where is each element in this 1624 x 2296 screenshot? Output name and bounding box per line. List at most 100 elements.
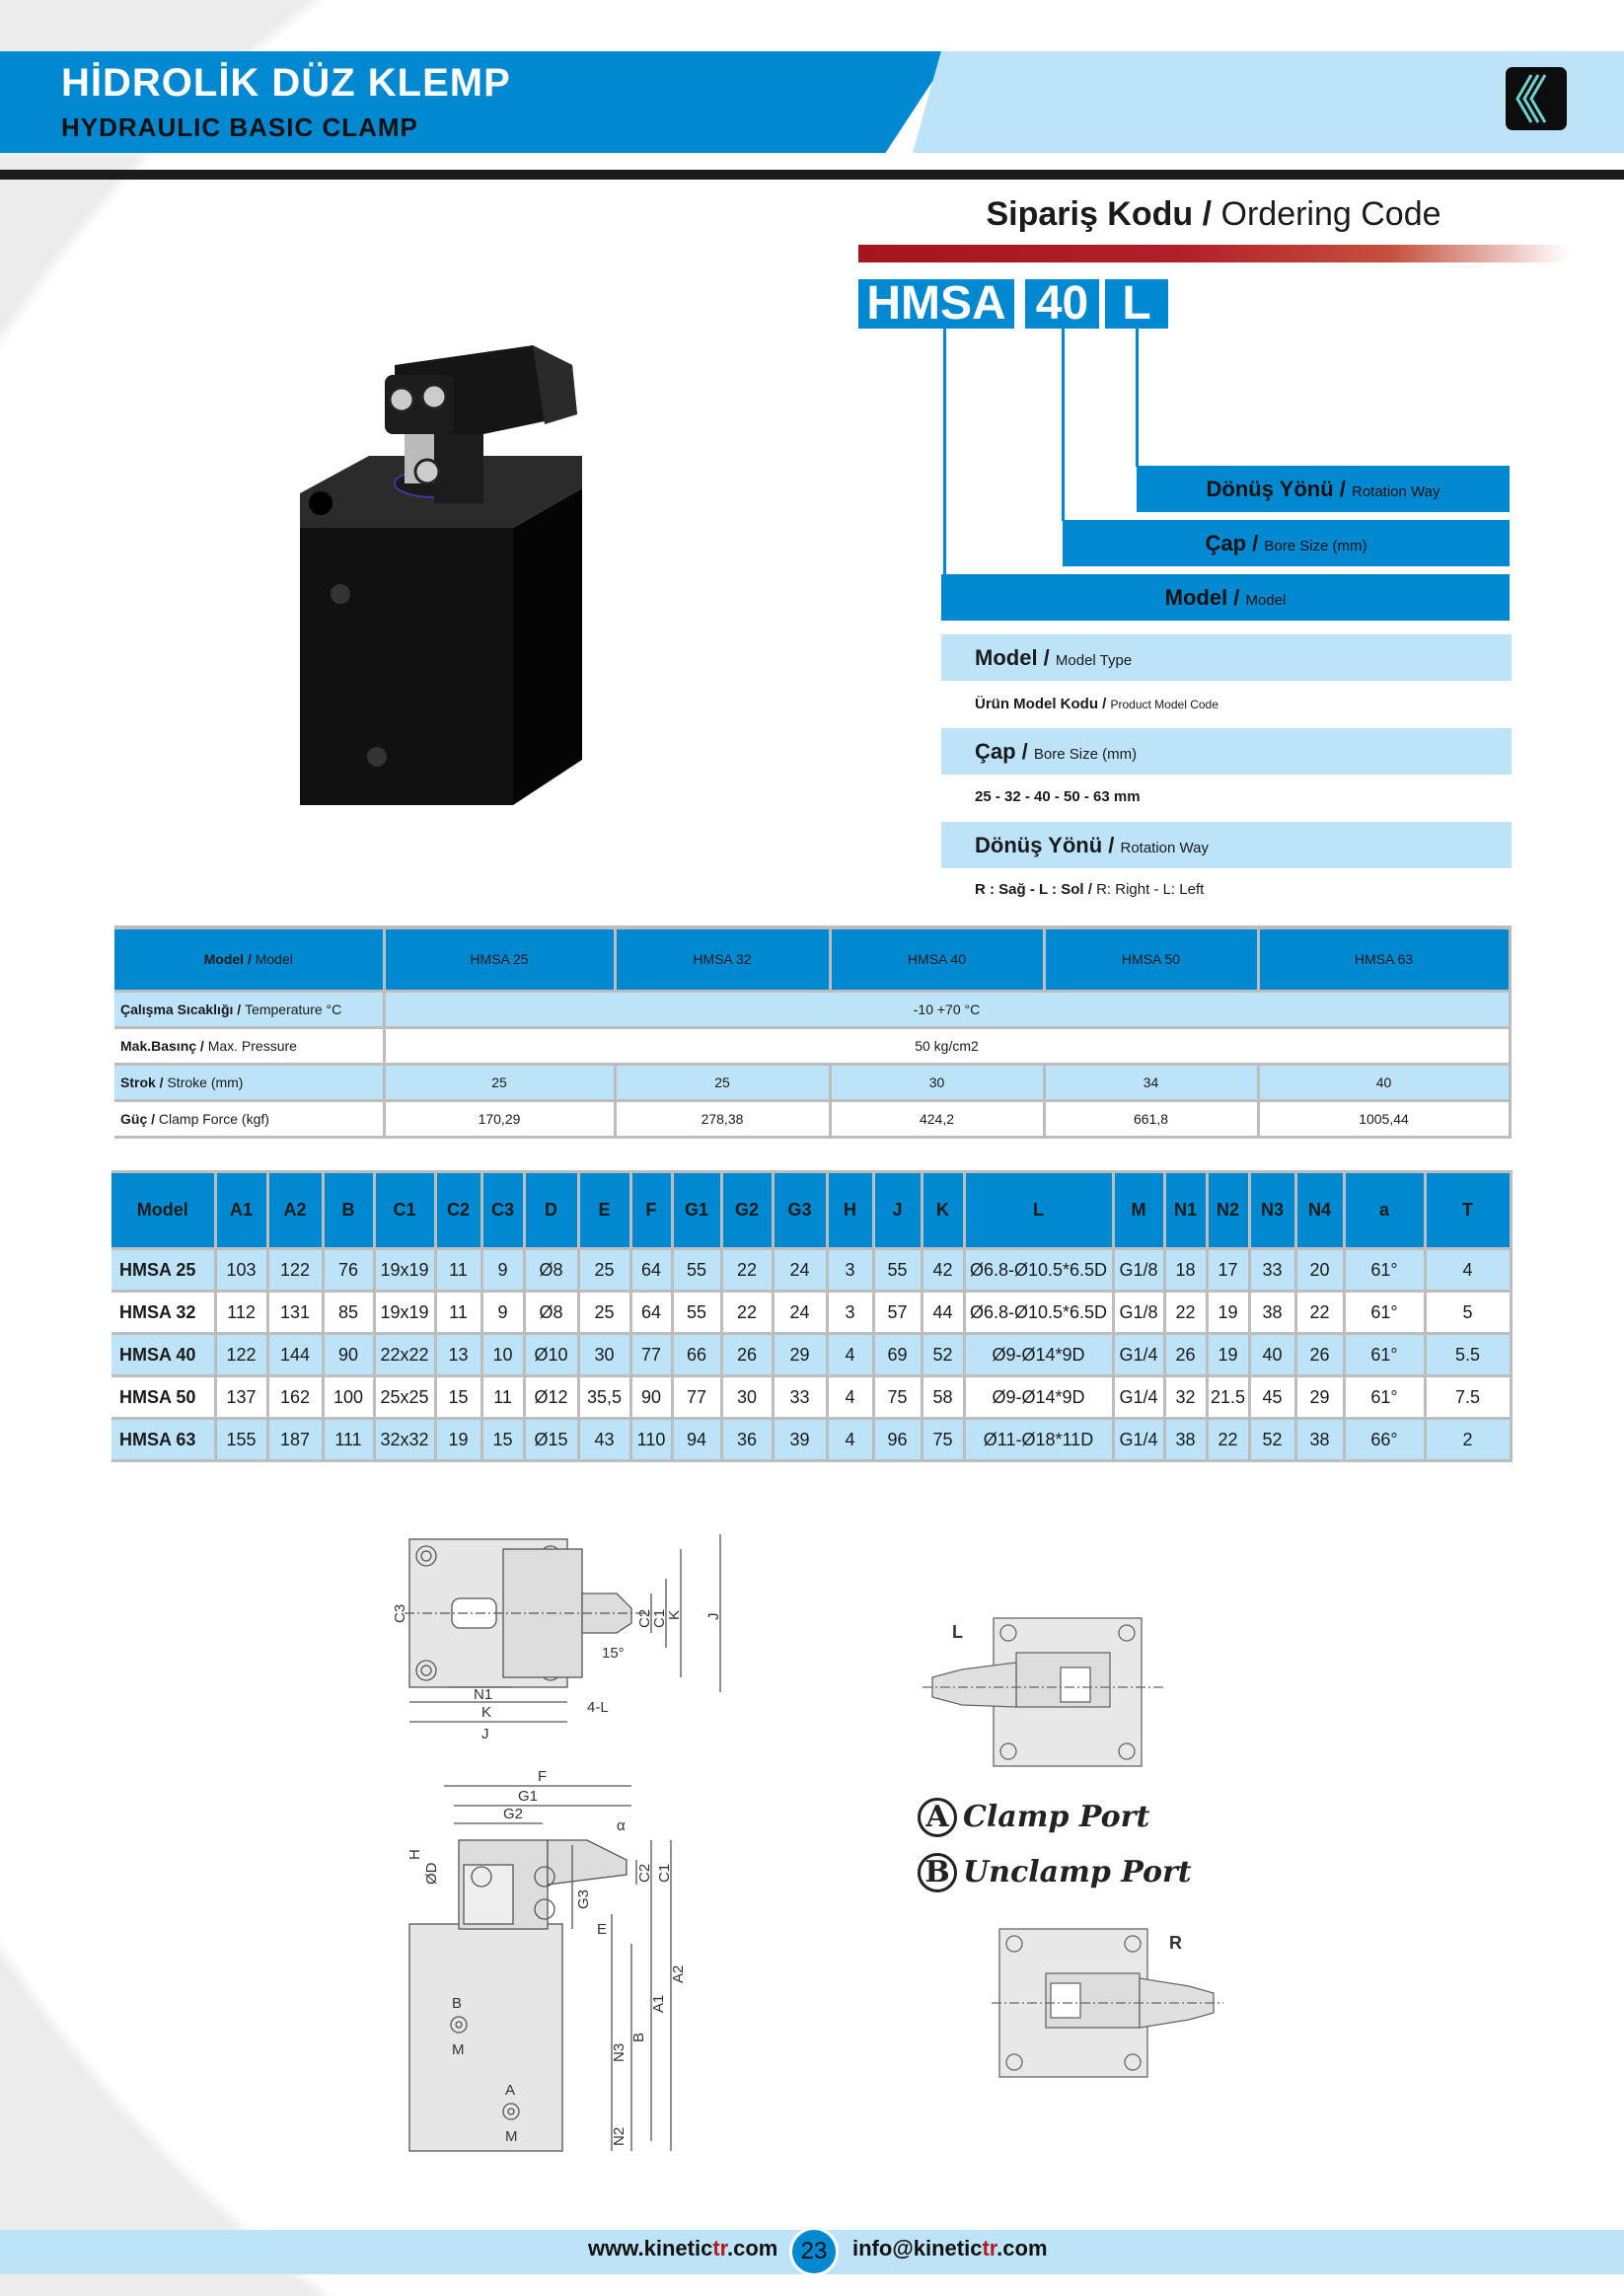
dimension-cell: 24 [773, 1247, 829, 1292]
port-a-badge: A [918, 1798, 957, 1837]
dimension-cell: 103 [215, 1247, 269, 1292]
dimension-cell: 5.5 [1425, 1332, 1513, 1376]
dimension-cell: 137 [215, 1374, 269, 1419]
stroke-value: 34 [1044, 1064, 1260, 1102]
spec-row-temperature: Çalışma Sıcaklığı / Temperature °C -10 +… [114, 991, 1512, 1029]
model-cell: HMSA 50 [111, 1374, 217, 1419]
header-divider [0, 170, 1624, 180]
dimension-cell: 90 [630, 1374, 674, 1419]
page-title: HİDROLİK DÜZ KLEMP [61, 61, 511, 105]
spec-row-force: Güç / Clamp Force (kgf) 170,29 278,38 42… [114, 1100, 1512, 1139]
dimension-cell: 19x19 [374, 1247, 437, 1292]
dimension-cell: 112 [215, 1290, 269, 1334]
dimension-cell: 13 [435, 1332, 483, 1376]
dimension-cell: 66° [1344, 1417, 1427, 1462]
legend-label: Clamp Port [963, 1800, 1150, 1834]
dimension-cell: 43 [578, 1417, 632, 1462]
dimension-cell: 4 [827, 1417, 875, 1462]
dimension-cell: 15 [435, 1374, 483, 1419]
dimension-cell: 19 [1207, 1290, 1251, 1334]
dimension-header-cell: a [1344, 1170, 1427, 1249]
detail-rotation-heading: Dönüş Yönü / Rotation Way [941, 822, 1512, 868]
dimension-header-cell: G1 [672, 1170, 723, 1249]
red-accent-bar [858, 245, 1569, 262]
website-link[interactable]: www.kinetictr.com [588, 2236, 778, 2260]
dimension-cell: 26 [721, 1332, 775, 1376]
email-link[interactable]: info@kinetictr.com [852, 2236, 1048, 2260]
right-variant-label: R [1169, 1933, 1182, 1953]
dimension-cell: 17 [1207, 1247, 1251, 1292]
port-label: B [452, 1995, 462, 2012]
model-cell: HMSA 25 [111, 1247, 217, 1292]
dim-label: F [538, 1768, 547, 1785]
detail-bore-value: 25 - 32 - 40 - 50 - 63 mm [975, 788, 1141, 805]
dimension-header-cell: F [630, 1170, 674, 1249]
page-subtitle: HYDRAULIC BASIC CLAMP [61, 112, 418, 142]
dimension-cell: G1/8 [1113, 1247, 1166, 1292]
dim-label: B [630, 2033, 647, 2042]
dimension-cell: G1/4 [1113, 1417, 1166, 1462]
bar-model: Model / Model [941, 574, 1510, 621]
dimension-cell: 19 [435, 1417, 483, 1462]
dimension-cell: Ø9-Ø14*9D [964, 1374, 1115, 1419]
dimension-cell: 36 [721, 1417, 775, 1462]
dimension-cell: 22x22 [374, 1332, 437, 1376]
dimension-cell: Ø8 [524, 1247, 580, 1292]
dimension-cell: 29 [773, 1332, 829, 1376]
dimension-cell: 4 [827, 1332, 875, 1376]
detail-bore-heading: Çap / Bore Size (mm) [941, 728, 1512, 775]
dimension-cell: 38 [1295, 1417, 1346, 1462]
dimension-cell: 33 [773, 1374, 829, 1419]
spec-row-stroke: Strok / Stroke (mm) 25 25 30 34 40 [114, 1064, 1512, 1102]
drawing-side-view: F G1 G2 α H ØD G3 C2 C1 E B M A M N3 B A… [395, 1766, 730, 2176]
drawing-top-view: C3 C2 C1 K J 15° N1 K J 4-L [392, 1529, 750, 1771]
dim-label: M [505, 2128, 518, 2145]
dimension-cell: Ø10 [524, 1332, 580, 1376]
dimension-cell: 25 [578, 1290, 632, 1334]
dim-label: C1 [651, 1609, 668, 1628]
dimension-cell: 5 [1425, 1290, 1513, 1334]
code-box-bore: 40 [1025, 279, 1099, 329]
dimension-cell: Ø15 [524, 1417, 580, 1462]
dim-label: A2 [670, 1965, 687, 1983]
dimension-cell: 96 [873, 1417, 923, 1462]
dimension-cell: 131 [267, 1290, 325, 1334]
dimension-cell: 45 [1249, 1374, 1297, 1419]
dimension-cell: 52 [922, 1332, 966, 1376]
dimension-cell: 155 [215, 1417, 269, 1462]
dimension-cell: 57 [873, 1290, 923, 1334]
dimension-header-cell: A1 [215, 1170, 269, 1249]
dimension-header-cell: B [323, 1170, 376, 1249]
dimension-cell: 24 [773, 1290, 829, 1334]
dimension-cell: 32 [1164, 1374, 1209, 1419]
dimension-cell: 61° [1344, 1247, 1427, 1292]
spec-header-row: Model / Model HMSA 25 HMSA 32 HMSA 40 HM… [114, 926, 1512, 993]
dimension-cell: Ø8 [524, 1290, 580, 1334]
dimension-header-cell: J [873, 1170, 923, 1249]
force-value: 278,38 [615, 1100, 832, 1139]
spec-header-cell: HMSA 63 [1258, 926, 1512, 993]
port-b-badge: B [918, 1853, 957, 1892]
spec-header-model: Model / Model [114, 926, 386, 993]
dim-label: K [666, 1610, 683, 1620]
detail-model-heading: Model / Model Type [941, 634, 1512, 681]
spec-header-cell: HMSA 50 [1044, 926, 1260, 993]
dim-label: N2 [611, 2127, 627, 2146]
dimension-cell: Ø6.8-Ø10.5*6.5D [964, 1247, 1115, 1292]
dimension-cell: 3 [827, 1290, 875, 1334]
dimension-cell: 61° [1344, 1374, 1427, 1419]
dimension-header-cell: E [578, 1170, 632, 1249]
dimension-cell: 22 [1164, 1290, 1209, 1334]
dimension-cell: 64 [630, 1290, 674, 1334]
force-value: 1005,44 [1258, 1100, 1512, 1139]
dimension-header-cell: N1 [1164, 1170, 1209, 1249]
dimension-cell: 64 [630, 1247, 674, 1292]
drawing-left-variant: L [923, 1608, 1169, 1791]
dimension-cell: G1/8 [1113, 1290, 1166, 1334]
left-variant-label: L [952, 1622, 963, 1642]
dimension-cell: 11 [435, 1247, 483, 1292]
dimension-cell: 144 [267, 1332, 325, 1376]
dimension-header-cell: N4 [1295, 1170, 1346, 1249]
